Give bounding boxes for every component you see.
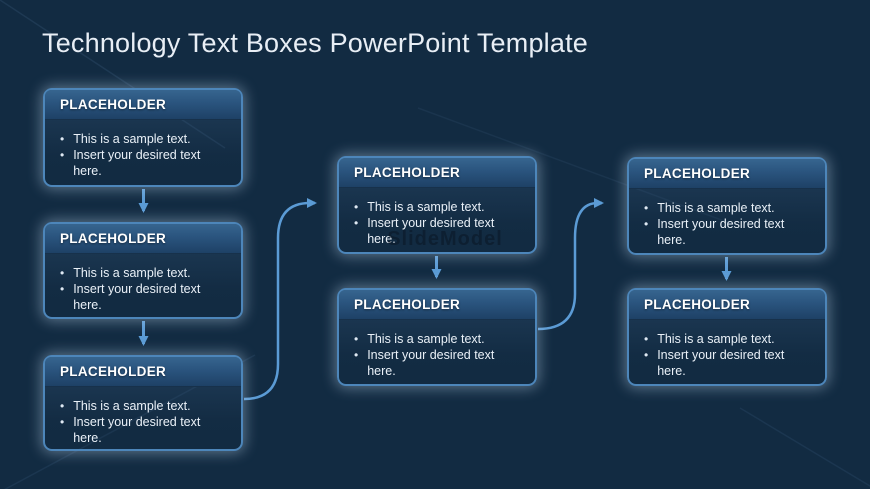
- textbox-header: PLACEHOLDER: [629, 159, 825, 189]
- bullet-item: Insert your desired text here.: [60, 147, 229, 179]
- textbox-left-2[interactable]: PLACEHOLDER This is a sample text. Inser…: [43, 222, 243, 319]
- slide-title: Technology Text Boxes PowerPoint Templat…: [42, 28, 589, 58]
- bullet-item: This is a sample text.: [644, 200, 813, 216]
- textbox-header: PLACEHOLDER: [45, 357, 241, 387]
- textbox-right-2[interactable]: PLACEHOLDER This is a sample text. Inser…: [627, 288, 827, 386]
- arrow-middle2-right1: [537, 198, 604, 331]
- bullet-item: Insert your desired text here.: [354, 215, 523, 247]
- textbox-header: PLACEHOLDER: [339, 158, 535, 188]
- textbox-header: PLACEHOLDER: [629, 290, 825, 320]
- textbox-middle-1[interactable]: PLACEHOLDER This is a sample text. Inser…: [337, 156, 537, 254]
- arrow-left3-middle1: [243, 198, 317, 401]
- textbox-left-3[interactable]: PLACEHOLDER This is a sample text. Inser…: [43, 355, 243, 451]
- textbox-body: This is a sample text. Insert your desir…: [339, 320, 535, 379]
- textbox-right-1[interactable]: PLACEHOLDER This is a sample text. Inser…: [627, 157, 827, 255]
- bullet-item: This is a sample text.: [60, 398, 229, 414]
- bullet-item: This is a sample text.: [354, 331, 523, 347]
- bullet-item: Insert your desired text here.: [644, 216, 813, 248]
- textbox-left-1[interactable]: PLACEHOLDER This is a sample text. Inser…: [43, 88, 243, 187]
- textbox-body: This is a sample text. Insert your desir…: [629, 320, 825, 379]
- textbox-header: PLACEHOLDER: [45, 90, 241, 120]
- textbox-body: This is a sample text. Insert your desir…: [45, 254, 241, 313]
- bullet-item: This is a sample text.: [60, 265, 229, 281]
- bullet-item: Insert your desired text here.: [644, 347, 813, 379]
- bullet-item: Insert your desired text here.: [60, 281, 229, 313]
- textbox-header: PLACEHOLDER: [45, 224, 241, 254]
- bullet-item: Insert your desired text here.: [60, 414, 229, 446]
- textbox-body: This is a sample text. Insert your desir…: [45, 387, 241, 446]
- bullet-item: This is a sample text.: [60, 131, 229, 147]
- textbox-body: This is a sample text. Insert your desir…: [45, 120, 241, 179]
- textbox-header: PLACEHOLDER: [339, 290, 535, 320]
- bullet-item: This is a sample text.: [644, 331, 813, 347]
- textbox-body: This is a sample text. Insert your desir…: [339, 188, 535, 247]
- textbox-body: This is a sample text. Insert your desir…: [629, 189, 825, 248]
- textbox-middle-2[interactable]: PLACEHOLDER This is a sample text. Inser…: [337, 288, 537, 386]
- watermark: SlideModel: [387, 228, 503, 250]
- bullet-item: This is a sample text.: [354, 199, 523, 215]
- bullet-item: Insert your desired text here.: [354, 347, 523, 379]
